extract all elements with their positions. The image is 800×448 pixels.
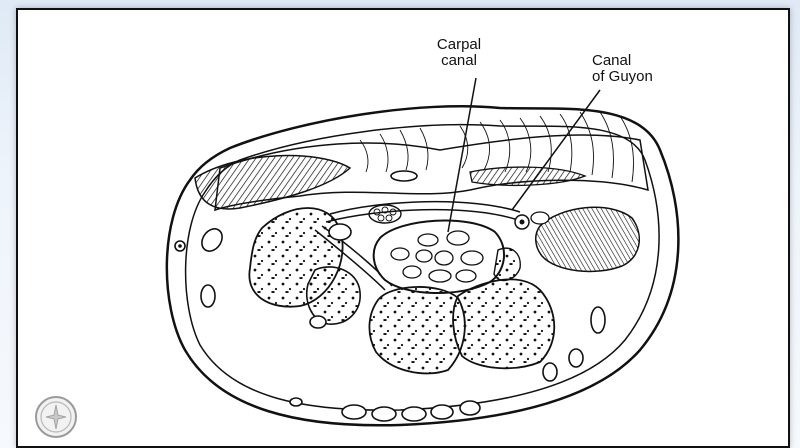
hook-of-hamate [494, 248, 520, 280]
carpal-canal-label: Carpal canal [424, 37, 494, 69]
capitate-bone [369, 287, 464, 373]
seal-emblem-icon [34, 395, 78, 439]
nerve-bundle [369, 205, 401, 223]
canal-of-guyon-label: Canal of Guyon [592, 53, 682, 85]
hamate-bone [453, 279, 554, 368]
hypothenar-muscle [536, 207, 640, 271]
ulnar-nerve [531, 212, 549, 224]
trapezoid-bone [307, 267, 360, 324]
